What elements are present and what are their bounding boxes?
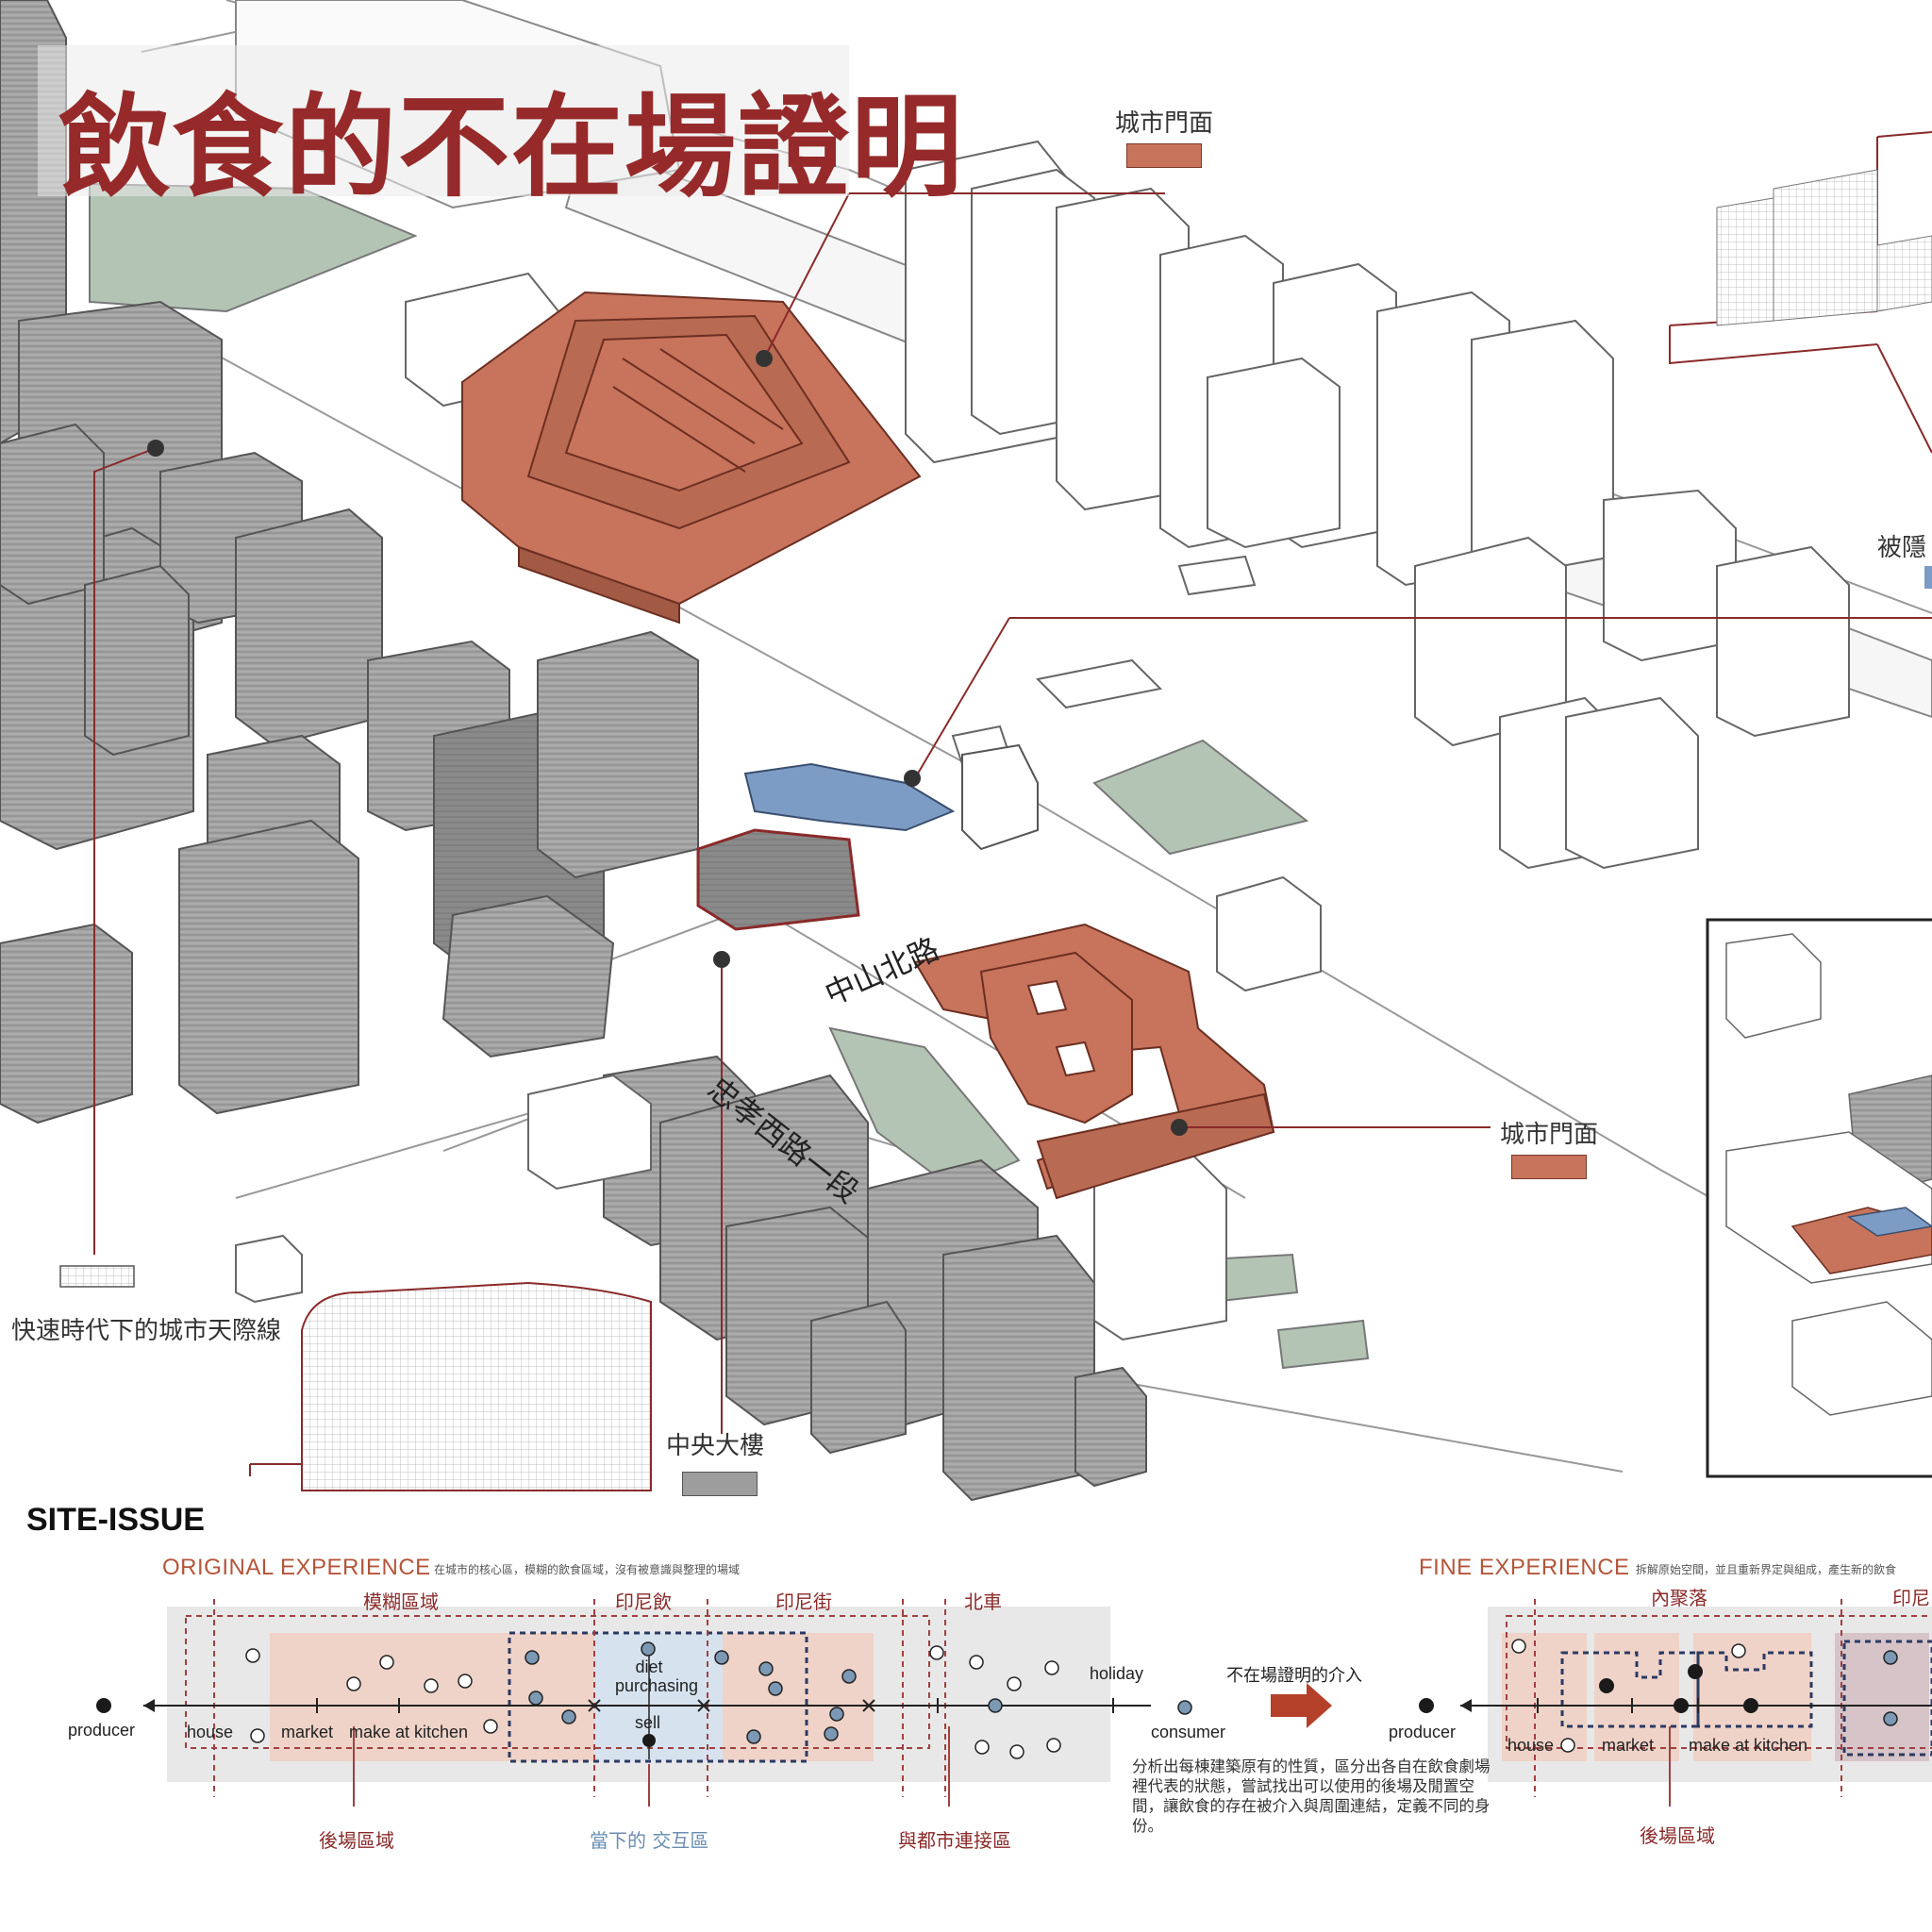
fine-zone-backstage: 後場區域 — [1640, 1824, 1715, 1847]
fine-axis-market: market — [1602, 1736, 1655, 1755]
central-building-label: 中央大樓 — [666, 1432, 765, 1460]
zone-label-taipei-main: 北車 — [964, 1591, 1002, 1613]
axis-holiday: holiday — [1090, 1664, 1144, 1683]
fine-zone-indo: 印尼 — [1892, 1587, 1930, 1609]
title-backdrop — [38, 45, 849, 196]
fine-axis-house: house — [1507, 1736, 1555, 1755]
fine-experience-title: FINE EXPERIENCE — [1419, 1555, 1630, 1580]
fine-experience-note: 拆解原始空間，並且重新界定與組成，產生新的飲食 — [1636, 1563, 1897, 1576]
original-experience-note: 在城市的核心區，模糊的飲食區域，沒有被意識與整理的場域 — [434, 1563, 741, 1576]
axis-make-at-kitchen: make at kitchen — [349, 1723, 469, 1741]
zone-label-indo-street: 印尼街 — [775, 1591, 832, 1613]
city-facade-swatch-top — [1126, 143, 1202, 168]
skyline-label: 快速時代下的城市天際線 — [11, 1317, 282, 1345]
city-facade-label-right: 城市門面 — [1500, 1121, 1599, 1149]
central-building-swatch — [682, 1472, 758, 1496]
fine-zone-inner-cluster: 內聚落 — [1651, 1587, 1707, 1609]
axis-producer: producer — [68, 1721, 136, 1740]
axis-consumer: consumer — [1151, 1723, 1226, 1741]
fine-axis-make-at-kitchen: make at kitchen — [1689, 1736, 1808, 1755]
zone-label-interaction: 當下的 交互區 — [590, 1829, 709, 1852]
city-facade-label-top: 城市門面 — [1115, 109, 1214, 138]
original-experience-title: ORIGINAL EXPERIENCE — [162, 1555, 431, 1580]
axis-sell: sell — [635, 1713, 661, 1732]
axis-diet-purchasing: diet purchasing — [615, 1657, 699, 1695]
zone-label-city-connection: 與都市連接區 — [898, 1829, 1011, 1852]
zone-label-fuzzy: 模糊區域 — [363, 1591, 439, 1613]
page-title: 飲食的不在場證明 — [58, 81, 965, 212]
axis-market: market — [281, 1723, 334, 1741]
zone-label-indo-food: 印尼飲 — [615, 1591, 672, 1613]
fine-axis-producer: producer — [1389, 1723, 1457, 1741]
site-issue-heading: SITE-ISSUE — [26, 1502, 205, 1538]
intervention-label: 不在場證明的介入 — [1226, 1666, 1362, 1686]
hidden-swatch — [1924, 566, 1932, 589]
city-facade-swatch-right — [1511, 1155, 1587, 1179]
intervention-description: 分析出每棟建築原有的性質，區分出各自在飲食劇場裡代表的狀態，嘗試找出可以使用的後… — [1132, 1757, 1491, 1835]
zone-label-backstage: 後場區域 — [319, 1829, 394, 1852]
hidden-label-partial: 被隱 — [1877, 534, 1927, 562]
axis-house: house — [187, 1723, 234, 1741]
